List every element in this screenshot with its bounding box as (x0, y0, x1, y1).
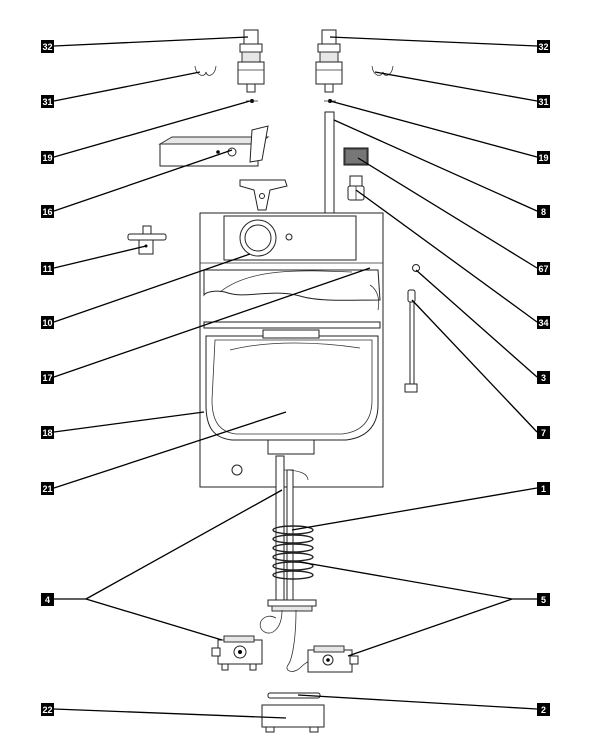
callout-4: 4 (41, 593, 54, 606)
callout-8: 8 (537, 205, 550, 218)
mounting-bracket (239, 179, 288, 211)
heating-element-1-5 (259, 455, 317, 672)
svg-text:21: 21 (42, 484, 52, 494)
leader-lines (53, 36, 538, 719)
ball-3 (412, 264, 420, 272)
callout-22: 22 (41, 703, 54, 716)
svg-text:32: 32 (42, 42, 52, 52)
svg-text:4: 4 (45, 595, 50, 605)
base-22 (261, 704, 325, 733)
fitting-34 (347, 175, 365, 201)
svg-text:7: 7 (541, 428, 546, 438)
clip-31-left (194, 65, 217, 76)
svg-text:2: 2 (541, 705, 546, 715)
callout-1: 1 (537, 482, 550, 495)
svg-text:19: 19 (538, 153, 548, 163)
svg-text:10: 10 (42, 318, 52, 328)
callout-32-right: 32 (537, 40, 550, 53)
svg-text:32: 32 (538, 42, 548, 52)
svg-text:16: 16 (42, 207, 52, 217)
fitting-11 (127, 225, 167, 255)
probe-7 (404, 289, 418, 393)
callout-31-left: 31 (41, 95, 54, 108)
tank-21 (205, 329, 379, 455)
svg-text:3: 3 (541, 373, 546, 383)
svg-text:19: 19 (42, 153, 52, 163)
svg-text:31: 31 (42, 97, 52, 107)
thermostat-5 (307, 645, 359, 673)
svg-text:5: 5 (541, 595, 546, 605)
strip-2 (267, 692, 321, 699)
svg-text:34: 34 (538, 318, 548, 328)
clip-31-right (371, 65, 394, 76)
svg-text:18: 18 (42, 428, 52, 438)
callout-32-left: 32 (41, 40, 54, 53)
fitting-32-left (237, 29, 265, 93)
svg-text:11: 11 (43, 264, 53, 274)
callout-3: 3 (537, 371, 550, 384)
callout-19-left: 19 (41, 151, 54, 164)
callout-2: 2 (537, 703, 550, 716)
callout-17: 17 (41, 371, 54, 384)
callout-21: 21 (41, 482, 54, 495)
callout-7: 7 (537, 426, 550, 439)
callout-16: 16 (41, 205, 54, 218)
callout-5: 5 (537, 593, 550, 606)
svg-text:67: 67 (538, 264, 548, 274)
callout-31-right: 31 (537, 95, 550, 108)
callout-67: 67 (537, 262, 550, 275)
callout-10: 10 (41, 316, 54, 329)
thermostat-4 (211, 635, 263, 671)
svg-text:1: 1 (541, 484, 546, 494)
callout-11: 11 (41, 262, 54, 275)
bracket-16 (158, 125, 270, 167)
svg-text:17: 17 (42, 373, 52, 383)
cover-17 (203, 269, 381, 329)
callout-19-right: 19 (537, 151, 550, 164)
callout-18: 18 (41, 426, 54, 439)
svg-text:31: 31 (538, 97, 548, 107)
svg-text:8: 8 (541, 207, 546, 217)
fitting-32-right (315, 29, 343, 93)
pipe-8 (324, 111, 335, 215)
svg-text:22: 22 (42, 705, 52, 715)
callout-34: 34 (537, 316, 550, 329)
